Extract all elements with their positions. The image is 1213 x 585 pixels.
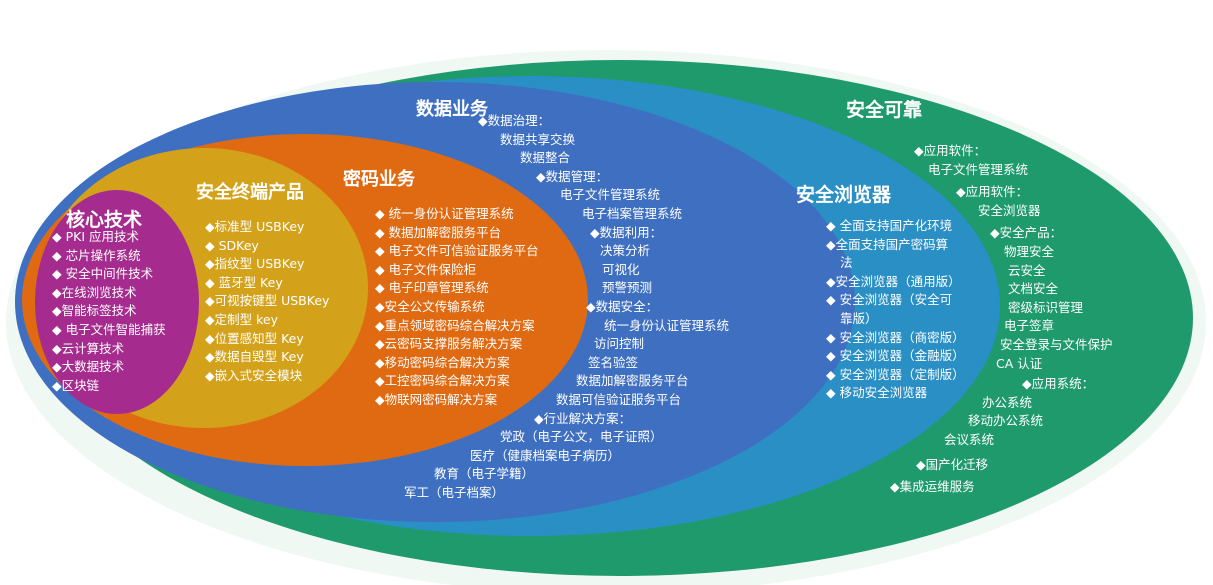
- browser-item: ◆全面支持国产密码算: [826, 236, 949, 252]
- security-line: ◆应用系统：: [1022, 376, 1095, 392]
- data-line: ◆数据治理：: [478, 113, 551, 128]
- security-list: ◆应用软件： 电子文件管理系统 ◆应用软件： 安全浏览器 ◆安全产品： 物理安全…: [890, 142, 1113, 497]
- crypto-title: 密码业务: [343, 169, 415, 190]
- data-line: 统一身份认证管理系统: [604, 317, 730, 333]
- crypto-item: ◆ 电子文件可信验证服务平台: [375, 243, 539, 259]
- data-line: 签名验签: [588, 354, 639, 370]
- crypto-item: ◆云密码支撑服务解决方案: [375, 336, 523, 352]
- crypto-item: ◆ 电子文件保险柜: [375, 261, 477, 277]
- crypto-item: ◆工控密码综合解决方案: [375, 373, 510, 389]
- terminal-item: ◆位置感知型 Key: [205, 330, 304, 346]
- crypto-item: ◆ 数据加解密服务平台: [375, 224, 502, 240]
- data-line: 决策分析: [600, 243, 651, 259]
- crypto-item: ◆移动密码综合解决方案: [375, 354, 510, 370]
- data-line: ◆数据安全：: [586, 298, 659, 314]
- data-line: ◆数据利用：: [590, 224, 663, 240]
- security-line: 办公系统: [982, 394, 1033, 410]
- core-item: ◆ 电子文件智能捕获: [52, 321, 166, 337]
- security-title: 安全可靠: [846, 99, 923, 121]
- security-line: 密级标识管理: [1008, 299, 1084, 315]
- terminal-list: ◆标准型 USBKey ◆ SDKey ◆指纹型 USBKey ◆ 蓝牙型 Ke…: [205, 218, 329, 385]
- core-item: ◆ 芯片操作系统: [52, 247, 141, 263]
- terminal-item: ◆定制型 key: [205, 311, 278, 327]
- data-line: 可视化: [602, 261, 640, 277]
- data-line: 电子文件管理系统: [560, 187, 661, 203]
- crypto-list: ◆ 统一身份认证管理系统 ◆ 数据加解密服务平台 ◆ 电子文件可信验证服务平台 …: [375, 205, 539, 410]
- browser-item: ◆ 安全浏览器（金融版）: [826, 348, 965, 364]
- security-line: 云安全: [1008, 262, 1046, 278]
- core-item: ◆大数据技术: [52, 359, 125, 375]
- core-item: ◆区块链: [52, 377, 100, 393]
- core-list: ◆ PKI 应用技术 ◆ 芯片操作系统 ◆ 安全中间件技术 ◆在线浏览技术 ◆智…: [52, 228, 166, 395]
- security-line: 移动办公系统: [968, 413, 1044, 429]
- data-line: 数据加解密服务平台: [576, 373, 689, 389]
- data-line: 党政（电子公文，电子证照）: [500, 429, 663, 445]
- browser-item: ◆ 全面支持国产化环境: [826, 218, 953, 233]
- browser-list: ◆ 全面支持国产化环境 ◆全面支持国产密码算 法 ◆安全浏览器（通用版） ◆ 安…: [826, 217, 965, 403]
- data-line: 预警预测: [602, 280, 653, 296]
- terminal-item: ◆标准型 USBKey: [205, 219, 305, 234]
- security-line: ◆集成运维服务: [890, 479, 975, 495]
- data-line: 数据可信验证服务平台: [556, 391, 682, 407]
- crypto-item: ◆ 电子印章管理系统: [375, 280, 489, 296]
- security-line: 电子签章: [1004, 318, 1055, 334]
- browser-item: 法: [840, 255, 853, 271]
- terminal-item: ◆可视按键型 USBKey: [205, 293, 330, 309]
- terminal-title: 安全终端产品: [196, 182, 304, 203]
- data-line: 军工（电子档案）: [404, 484, 505, 500]
- data-title: 数据业务: [416, 99, 488, 120]
- browser-item: ◆ 安全浏览器（商密版）: [826, 329, 965, 345]
- data-line: 数据整合: [520, 150, 571, 166]
- browser-item: 靠版）: [840, 310, 878, 326]
- data-line: 医疗（健康档案电子病历）: [470, 447, 621, 463]
- terminal-item: ◆ SDKey: [205, 237, 259, 253]
- browser-item: ◆ 安全浏览器（定制版）: [826, 366, 965, 382]
- crypto-item: ◆物联网密码解决方案: [375, 391, 498, 407]
- data-line: ◆行业解决方案：: [534, 410, 632, 426]
- data-line: ◆数据管理：: [536, 168, 609, 184]
- browser-item: ◆ 安全浏览器（安全可: [826, 292, 953, 308]
- crypto-item: ◆重点领域密码综合解决方案: [375, 317, 535, 333]
- browser-item: ◆ 移动安全浏览器: [826, 385, 928, 401]
- security-line: 安全登录与文件保护: [1000, 336, 1113, 352]
- security-line: 电子文件管理系统: [928, 161, 1029, 177]
- security-line: CA 认证: [996, 355, 1043, 371]
- core-item: ◆智能标签技术: [52, 303, 137, 319]
- browser-item: ◆安全浏览器（通用版）: [826, 273, 961, 289]
- data-line: 教育（电子学籍）: [434, 466, 535, 482]
- data-list: ◆数据治理： 数据共享交换 数据整合 ◆数据管理： 电子文件管理系统 电子档案管…: [404, 112, 730, 502]
- core-item: ◆在线浏览技术: [52, 284, 137, 300]
- security-line: 物理安全: [1004, 243, 1055, 259]
- security-line: 文档安全: [1008, 281, 1059, 297]
- terminal-item: ◆指纹型 USBKey: [205, 256, 305, 272]
- security-line: 安全浏览器: [978, 202, 1041, 218]
- crypto-item: ◆ 统一身份认证管理系统: [375, 206, 514, 221]
- core-title: 核心技术: [66, 209, 143, 231]
- security-line: ◆国产化迁移: [916, 456, 989, 472]
- security-line: ◆安全产品：: [990, 225, 1063, 241]
- data-line: 访问控制: [594, 336, 645, 352]
- data-line: 数据共享交换: [500, 131, 576, 147]
- crypto-item: ◆安全公文传输系统: [375, 298, 485, 314]
- security-line: 会议系统: [944, 431, 995, 447]
- terminal-item: ◆ 蓝牙型 Key: [205, 274, 283, 290]
- terminal-item: ◆嵌入式安全模块: [205, 367, 303, 383]
- core-item: ◆ 安全中间件技术: [52, 266, 154, 282]
- data-line: 电子档案管理系统: [582, 205, 683, 221]
- core-ellipse: [35, 190, 199, 414]
- browser-title: 安全浏览器: [796, 184, 892, 206]
- terminal-item: ◆数据自毁型 Key: [205, 349, 304, 365]
- security-line: ◆应用软件：: [914, 143, 987, 158]
- security-line: ◆应用软件：: [956, 184, 1029, 200]
- core-item: ◆云计算技术: [52, 340, 125, 356]
- core-item: ◆ PKI 应用技术: [52, 229, 139, 244]
